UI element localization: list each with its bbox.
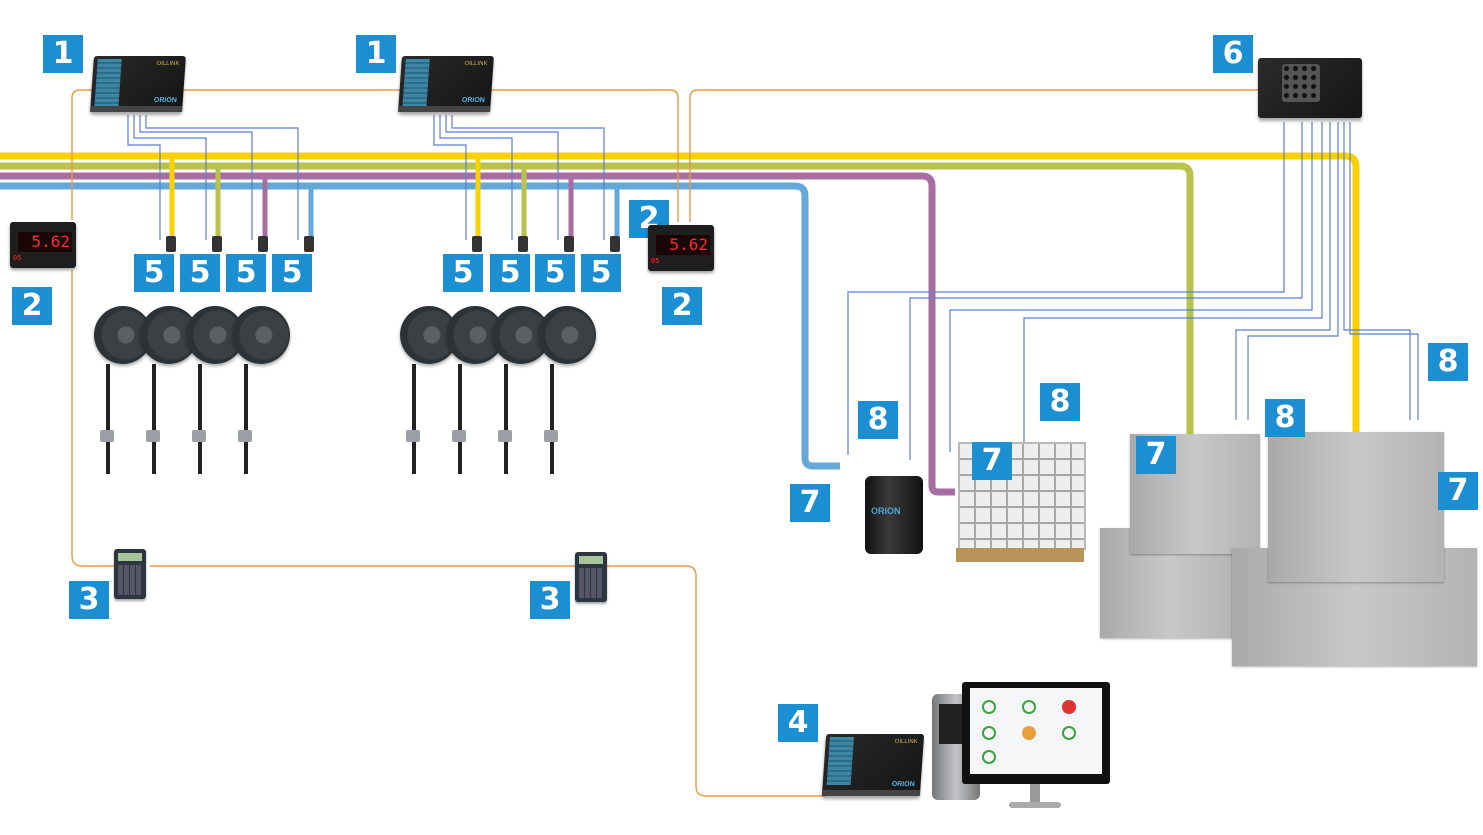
monitor bbox=[962, 682, 1110, 784]
drum-logo: ORION bbox=[871, 506, 901, 516]
monitor-base bbox=[1009, 802, 1061, 808]
nozzle-icon bbox=[406, 430, 420, 442]
badge-pump-7: 7 bbox=[1136, 436, 1176, 474]
nozzle-icon bbox=[146, 430, 160, 442]
hose bbox=[198, 364, 202, 474]
badge-sensor-8: 8 bbox=[1265, 399, 1305, 437]
controller-brand: OILLINK bbox=[894, 739, 918, 745]
pipe-purple bbox=[0, 172, 955, 496]
badge-reel-5: 5 bbox=[180, 254, 220, 292]
badge-reel-5: 5 bbox=[134, 254, 174, 292]
hose bbox=[244, 364, 248, 474]
display-small-readout: 05 bbox=[651, 257, 660, 265]
badge-reel-5: 5 bbox=[226, 254, 266, 292]
nozzle-icon bbox=[100, 430, 114, 442]
badge-reel-5: 5 bbox=[535, 254, 575, 292]
badge-reel-5: 5 bbox=[490, 254, 530, 292]
orion-logo-icon: ORION bbox=[891, 781, 915, 788]
oil-drum: ORION bbox=[865, 476, 923, 554]
meter-icon bbox=[610, 236, 620, 252]
keypad-3a bbox=[114, 549, 146, 599]
meter-icon bbox=[212, 236, 222, 252]
orion-logo-icon: ORION bbox=[153, 97, 178, 104]
controller-brand: OILLINK bbox=[464, 61, 488, 67]
keypad-keys bbox=[579, 568, 603, 598]
keypad-screen bbox=[118, 553, 142, 561]
badge-pump-7: 7 bbox=[790, 484, 830, 522]
controller-brand: OILLINK bbox=[156, 61, 180, 67]
display-small-readout: 05 bbox=[13, 254, 22, 262]
controller-ports bbox=[821, 790, 921, 796]
badge-display-2a: 2 bbox=[12, 287, 52, 325]
nozzle-icon bbox=[544, 430, 558, 442]
nozzle-icon bbox=[452, 430, 466, 442]
pipe-blue bbox=[0, 182, 840, 470]
keypad-keys bbox=[118, 565, 142, 595]
monitor-stand bbox=[1030, 784, 1040, 804]
keypad-screen bbox=[579, 556, 603, 564]
monitor-screen-dashboard bbox=[970, 688, 1102, 774]
gauge-icon bbox=[982, 726, 996, 740]
gauge-icon bbox=[1022, 726, 1036, 740]
hose bbox=[458, 364, 462, 474]
gauge-icon bbox=[1062, 726, 1076, 740]
gauge-icon bbox=[1062, 700, 1076, 714]
nozzle-icon bbox=[192, 430, 206, 442]
controller-1b: OILLINK ORION bbox=[398, 56, 494, 112]
display-readout: 5.62 bbox=[18, 232, 72, 252]
controller-stripe bbox=[826, 737, 854, 785]
hose bbox=[106, 364, 110, 474]
badge-pump-7: 7 bbox=[972, 442, 1012, 480]
badge-reel-5: 5 bbox=[443, 254, 483, 292]
gauge-icon bbox=[1022, 700, 1036, 714]
meter-icon bbox=[472, 236, 482, 252]
hose bbox=[412, 364, 416, 474]
nozzle-icon bbox=[498, 430, 512, 442]
hose bbox=[504, 364, 508, 474]
controller-1a: OILLINK ORION bbox=[90, 56, 186, 112]
meter-icon bbox=[304, 236, 314, 252]
controller-ports bbox=[398, 106, 491, 112]
display-2a: 5.62 05 bbox=[10, 222, 76, 268]
meter-icon bbox=[166, 236, 176, 252]
badge-interface-4: 4 bbox=[778, 704, 818, 742]
badge-pump-7: 7 bbox=[1438, 472, 1478, 510]
badge-keypad-3b: 3 bbox=[530, 581, 570, 619]
tank-right bbox=[1268, 432, 1444, 582]
hose-reel bbox=[538, 306, 596, 364]
meter-icon bbox=[564, 236, 574, 252]
keypad-icon bbox=[1282, 64, 1320, 102]
controller-stripe bbox=[402, 59, 430, 107]
badge-sensor-8: 8 bbox=[1428, 343, 1468, 381]
hose bbox=[550, 364, 554, 474]
badge-display-2c: 2 bbox=[662, 287, 702, 325]
badge-reel-5: 5 bbox=[272, 254, 312, 292]
hose bbox=[152, 364, 156, 474]
display-2b: 5.62 05 bbox=[648, 225, 714, 271]
hose-reel bbox=[232, 306, 290, 364]
keypad-3b bbox=[575, 552, 607, 602]
badge-controller-1a: 1 bbox=[43, 35, 83, 73]
badge-reel-5: 5 bbox=[581, 254, 621, 292]
meter-icon bbox=[258, 236, 268, 252]
badge-controller-1b: 1 bbox=[356, 35, 396, 73]
badge-sensor-8: 8 bbox=[858, 401, 898, 439]
meter-icon bbox=[518, 236, 528, 252]
badge-keypad-3a: 3 bbox=[69, 581, 109, 619]
controller-ports bbox=[90, 106, 183, 112]
pallet bbox=[956, 548, 1084, 562]
badge-tank-controller-6: 6 bbox=[1213, 35, 1253, 73]
pc-interface-4: OILLINK ORION bbox=[821, 734, 925, 796]
controller-stripe bbox=[94, 59, 122, 107]
badge-sensor-8: 8 bbox=[1040, 383, 1080, 421]
display-readout: 5.62 bbox=[656, 235, 710, 255]
gauge-icon bbox=[982, 750, 996, 764]
orion-logo-icon: ORION bbox=[461, 97, 486, 104]
nozzle-icon bbox=[238, 430, 252, 442]
gauge-icon bbox=[982, 700, 996, 714]
tank-controller-6 bbox=[1258, 58, 1362, 118]
